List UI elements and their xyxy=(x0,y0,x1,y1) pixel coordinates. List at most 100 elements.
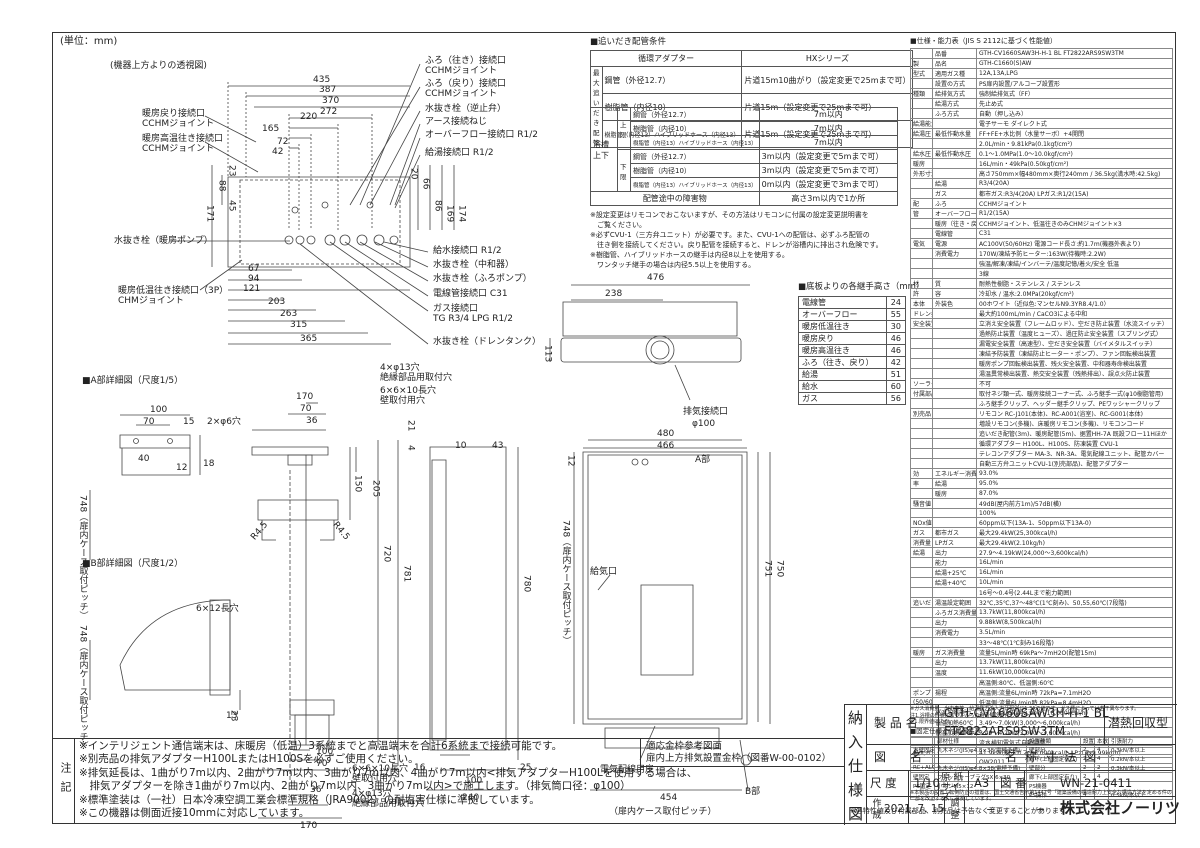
dim-72: 72 xyxy=(277,137,289,147)
tb-vline-6 xyxy=(1024,770,1025,796)
spec-cell xyxy=(910,557,933,569)
spec-cell: 消費電力 xyxy=(932,248,977,259)
dim-25: 25 xyxy=(520,763,532,773)
base-r2-0: 暖房低温往き xyxy=(798,320,887,333)
label-air-inlet: 給気口 xyxy=(590,567,618,577)
spec-cell: 耐熱性樹脂・ステンレス / ステンレス xyxy=(976,278,1173,289)
spec-cell xyxy=(910,268,933,279)
spec-cell xyxy=(910,627,933,639)
hole-label-1: 4×φ13穴 xyxy=(380,363,420,373)
tb-fig-name: 名 称 寸 法 図 xyxy=(1005,750,1099,764)
ref-box xyxy=(640,738,845,767)
spec-cell: R1/2(15A) xyxy=(976,208,1173,219)
spec-cell: 給排気方式 xyxy=(932,88,977,99)
spec-cell: 高温側:80℃、低温側:60℃ xyxy=(976,677,1173,689)
spec-notes: ※ガス消費量、出力表等、給湯能力の入力は個別に1.3Aの値です。ガス種によっては… xyxy=(910,706,1139,726)
note-1: ※別売品の排気アダプターH100LまたはH100Sを必ずご使用ください。 xyxy=(79,753,419,766)
detail-a-70: 70 xyxy=(143,417,155,427)
base-r1-0: オーバーフロー xyxy=(798,308,887,321)
spec-row: 外形寸法高さ750mm×幅480mm×奥行240mm / 36.5kg(満水時:… xyxy=(910,168,1173,179)
spec-cell: 49dB(屋内前方1m)/57dB(横) xyxy=(976,498,1173,509)
ref-title: 適応金枠参考図面 xyxy=(646,741,723,752)
spec-cell: GTH-CV1660SAW3H-H-1 BL FT2822ARS9SW3TM xyxy=(976,48,1173,59)
spec-cell: R3/4(20A) xyxy=(976,178,1173,189)
spec-row: 材質耐熱性樹脂・ステンレス / ステンレス xyxy=(910,278,1173,289)
hole-label-7: 4×φ13穴 xyxy=(352,789,392,799)
dim-113: 113 xyxy=(542,345,553,363)
spec-cell xyxy=(910,587,933,599)
hole-label-3: 6×6×10長穴 xyxy=(380,386,436,396)
spec-cell: PS扉内設置/アルコーブ設置形 xyxy=(976,78,1173,89)
spec-row: 追いだき湯温設定範囲32℃,35℃,37〜48℃(1℃刻み)、50,55,60℃… xyxy=(910,597,1173,609)
label-bath-return: ふろ（戻り）接続口 xyxy=(425,79,507,89)
spec-cell: C31 xyxy=(976,228,1173,239)
pipe-r6-3: 3m以内（設定変更で5mまで可） xyxy=(758,149,899,164)
label-overflow: オーバーフロー接続口 R1/2 xyxy=(425,130,538,140)
spec-cell: 最低作動水圧 xyxy=(932,148,977,159)
label-water-supply: 給水接続口 R1/2 xyxy=(433,246,502,256)
spec-cell xyxy=(932,428,977,439)
acc-note1: ※本製品の設置・転倒防止の措置は、国土交通省告示第1447号「建築設備の構造耐力… xyxy=(910,790,1172,802)
spec-row: 増設リモコン(多機)、床暖房リモコン(多機)、リモコンコード xyxy=(910,418,1173,429)
spec-cell: ふろ xyxy=(932,198,977,209)
top-view-caption: (機器上方よりの透視図) xyxy=(110,61,207,71)
ref-text: 扉内上方排気設置金枠（図番W-00-0102） xyxy=(646,753,832,764)
tb-product-label: 製 品 名 xyxy=(874,716,918,730)
spec-cell: 0.1〜1.0MPa(1.0〜10.0kgf/cm²) xyxy=(976,148,1173,159)
pipe-r3-3: 7m以内 xyxy=(758,107,899,122)
pipe-r3-2: 鋼管（外径12.7） xyxy=(630,107,760,122)
base-r3-0: 暖房戻り xyxy=(798,332,887,345)
base-r7-0: 給水 xyxy=(798,380,887,393)
spec-row: 暖房ポンプ回転検出装置、残火安全装置、中和器寿命検出装置 xyxy=(910,358,1173,369)
detail-b-title: ■B部詳細図（尺度1/2） xyxy=(82,559,184,569)
spec-cell: FF+FE+水比例（水量サーボ）+4開閉 xyxy=(976,128,1173,139)
tb-side-0: 納 xyxy=(848,709,864,727)
spec-cell: 消費電力 xyxy=(932,627,977,639)
spec-cell xyxy=(932,677,977,689)
spec-cell xyxy=(932,138,977,149)
spec-cell: 安全装置 xyxy=(910,318,933,329)
detail-b-vlabel: 748（扉内ケース取付ピッチ） xyxy=(77,625,88,751)
spec-cell: 本体 xyxy=(910,298,933,309)
spec-cell: 容 xyxy=(932,288,977,299)
detail-b-hole: 6×12長穴 xyxy=(196,604,239,614)
spec-cell: 設置の方式 xyxy=(932,78,977,89)
label-heating-high-out: 暖房高温往き接続口 xyxy=(142,134,224,144)
spec-cell: LPガス xyxy=(932,537,977,549)
spec-cell: 漏電安全装置（高速型）、空だき安全装置（バイメタルスイッチ） xyxy=(976,338,1173,349)
acc-cell: 0.5kN/本以上 xyxy=(1108,790,1173,800)
spec-cell: 電気 xyxy=(910,238,933,249)
spec-cell: ガス消費量 xyxy=(932,647,977,659)
dim-751: 751 xyxy=(762,560,773,578)
tb-side: 納 入 仕 様 図 xyxy=(848,706,864,826)
label-wiring-door: 電気配線用扉 xyxy=(600,765,655,775)
spec-cell: 流量5L/min時 69kPa〜7mH2O(配管15m) xyxy=(976,647,1173,659)
spec-cell: 暖房（往き・戻り） xyxy=(932,218,977,229)
spec-cell xyxy=(910,368,933,379)
dim-263: 263 xyxy=(280,309,298,319)
spec-cell: 外形寸法 xyxy=(910,168,933,179)
spec-cell: 湯温設定範囲 xyxy=(932,597,977,609)
tb-rule-2 xyxy=(866,770,1176,771)
pipe-r8-2: 樹脂管（内径13）ハイブリッドホース（内径13） xyxy=(630,177,760,192)
dim-10: 10 xyxy=(455,441,467,451)
spec-row: ガス都市ガス:R3/4(20A) LPガス:R1/2(15A) xyxy=(910,188,1173,199)
spec-cell: 先止め式 xyxy=(976,98,1173,109)
dim-121: 121 xyxy=(243,284,261,294)
spec-cell xyxy=(910,228,933,239)
spec-cell: 温度 xyxy=(932,667,977,679)
spec-row: 2.0L/min・9.81kPa(0.1kgf/cm²) xyxy=(910,138,1173,149)
spec-cell: 別売品 xyxy=(910,408,933,419)
spec-cell: 3線 xyxy=(976,268,1173,279)
spec-row: ソーラー接続不可 xyxy=(910,378,1173,389)
tb-drawno-label: 図 番 xyxy=(1000,776,1027,790)
spec-cell: 最大29.4kW(2.10kg/h) xyxy=(976,537,1173,549)
dim-203: 203 xyxy=(268,297,286,307)
dim-720: 720 xyxy=(381,545,392,563)
note-0: ※インテリジェント通信端末は、床暖房（低温）3系統までと高温端末を合計6系統まで… xyxy=(79,740,563,752)
pipe-r3-0: 浴槽上下 xyxy=(590,107,618,192)
acc-note2: ※各特性値及び付属部品、別売品は予告なく変更することがあります。 xyxy=(850,807,1073,815)
